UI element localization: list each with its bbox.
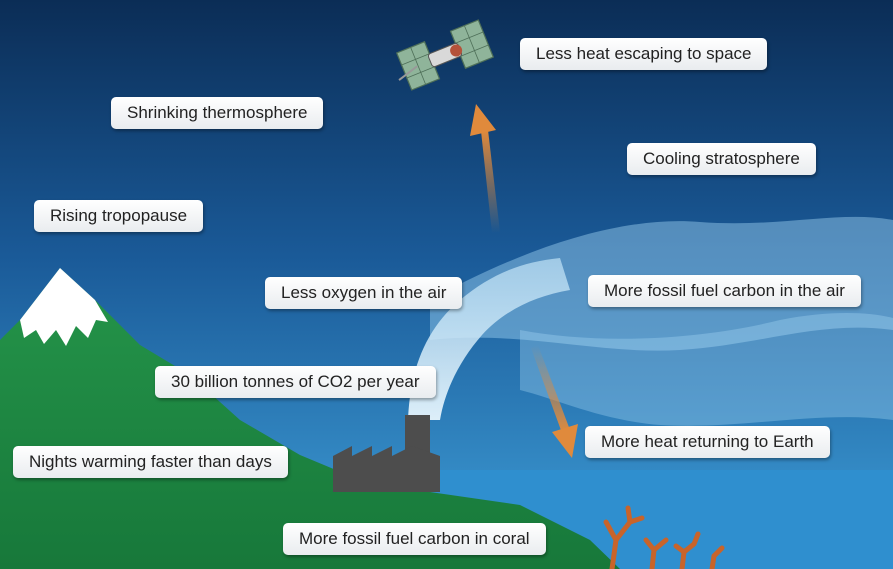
haze-band-lower bbox=[520, 313, 893, 426]
smoke-plume bbox=[408, 258, 570, 420]
label-less-oxygen: Less oxygen in the air bbox=[265, 277, 463, 309]
label-fossil-carbon-air: More fossil fuel carbon in the air bbox=[588, 275, 861, 307]
label-fossil-carbon-coral: More fossil fuel carbon in coral bbox=[283, 523, 546, 555]
label-less-heat-escaping: Less heat escaping to space bbox=[520, 38, 768, 70]
label-nights-warming: Nights warming faster than days bbox=[13, 446, 288, 478]
label-co2-per-year: 30 billion tonnes of CO2 per year bbox=[155, 366, 436, 398]
snow-cap bbox=[20, 268, 108, 346]
label-cooling-stratosphere: Cooling stratosphere bbox=[627, 143, 816, 175]
heat-returning-arrow bbox=[531, 345, 578, 458]
label-heat-returning: More heat returning to Earth bbox=[585, 426, 830, 458]
heat-escaping-arrow bbox=[470, 104, 500, 233]
label-rising-tropopause: Rising tropopause bbox=[34, 200, 204, 232]
factory-icon bbox=[333, 415, 440, 492]
mountain bbox=[0, 268, 620, 569]
satellite-icon bbox=[395, 19, 495, 91]
label-shrinking-thermosphere: Shrinking thermosphere bbox=[111, 97, 324, 129]
coral-icon bbox=[603, 505, 725, 569]
